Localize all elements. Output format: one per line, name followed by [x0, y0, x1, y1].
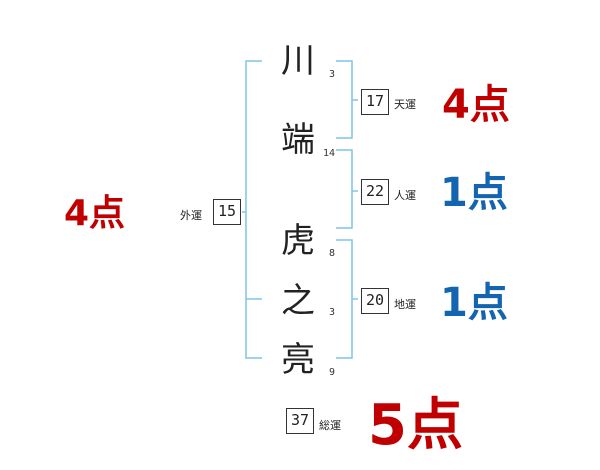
outer-label: 外運 [180, 209, 202, 222]
outer-value-box: 15 [213, 199, 241, 225]
name-char-4: 之 [281, 281, 315, 321]
total-value-box: 37 [286, 408, 314, 434]
outer-bracket [245, 60, 262, 359]
earth-label: 地運 [394, 298, 416, 311]
total-score: 5点 [368, 393, 463, 458]
stroke-count-3: 8 [329, 248, 336, 259]
heaven-label: 天運 [394, 98, 416, 111]
stroke-count-4: 3 [329, 307, 336, 318]
name-char-3: 虎 [281, 221, 315, 261]
earth-bracket [336, 239, 353, 359]
person-score: 1点 [440, 170, 508, 216]
name-char-5: 亮 [281, 340, 315, 380]
person-value-box: 22 [361, 179, 389, 205]
earth-value-box: 20 [361, 288, 389, 314]
outer-score: 4点 [64, 193, 126, 234]
heaven-score: 4点 [442, 82, 510, 128]
heaven-bracket [336, 60, 353, 139]
total-label: 総運 [319, 419, 341, 432]
person-label: 人運 [394, 189, 416, 202]
earth-score: 1点 [440, 280, 508, 326]
person-bracket [336, 149, 353, 229]
name-char-2: 端 [281, 120, 315, 160]
stroke-count-5: 9 [329, 367, 336, 378]
heaven-value-box: 17 [361, 89, 389, 115]
stroke-count-2: 14 [323, 148, 336, 159]
stroke-count-1: 3 [329, 69, 336, 80]
name-char-1: 川 [281, 41, 315, 81]
